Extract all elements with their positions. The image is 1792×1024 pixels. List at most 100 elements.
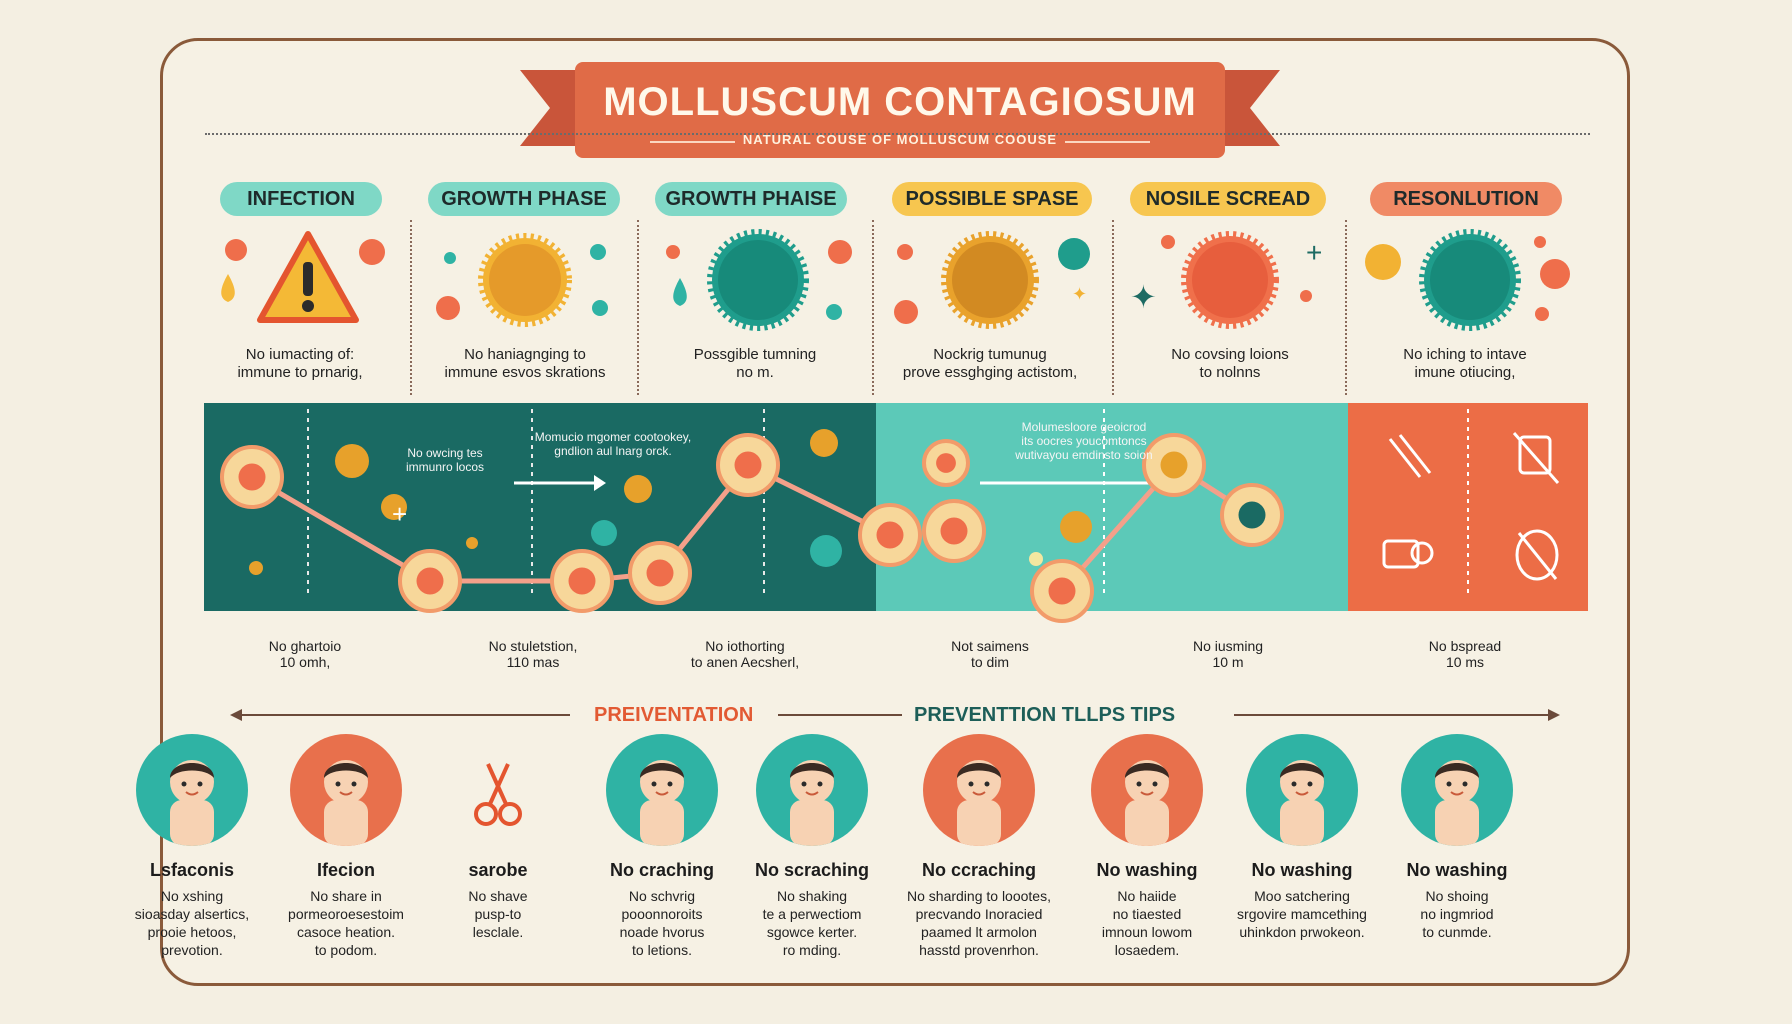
tip-label: No scraching xyxy=(754,860,870,880)
virus-icon xyxy=(707,229,809,331)
tip-label: No washing xyxy=(1251,860,1353,880)
child-avatar xyxy=(756,734,868,846)
virus-icon xyxy=(1300,290,1312,302)
tip-label: Lsfaconis xyxy=(149,860,235,880)
phase-divider xyxy=(1112,220,1114,395)
svg-text:+: + xyxy=(1306,237,1322,268)
virus-icon xyxy=(1419,229,1521,331)
virus-icon xyxy=(592,300,608,316)
droplet-icon xyxy=(673,278,687,306)
phase-label-infection: INFECTION xyxy=(220,182,382,216)
page-title: MOLLUSCUM CONTAGIOSUM xyxy=(603,80,1197,124)
lesion-node xyxy=(1142,433,1206,497)
virus-icon xyxy=(1161,235,1175,249)
tip-label: No ccraching xyxy=(921,860,1037,880)
child-avatar xyxy=(923,734,1035,846)
child-avatar xyxy=(1401,734,1513,846)
virus-icon xyxy=(826,304,842,320)
svg-text:✦: ✦ xyxy=(1130,279,1157,315)
page-subtitle: NATURAL COUSE OF MOLLUSCUM COOUSE xyxy=(742,132,1058,147)
virus-icon xyxy=(1534,236,1546,248)
lesion-node xyxy=(220,445,284,509)
tip-label: sarobe xyxy=(468,860,528,880)
title-banner: MOLLUSCUM CONTAGIOSUM NATURAL COUSE OF M… xyxy=(520,62,1280,162)
virus-icon xyxy=(1058,238,1090,270)
lesion-node xyxy=(922,439,970,487)
virus-icon xyxy=(666,245,680,259)
phase-divider xyxy=(872,220,874,395)
phase-label-growth-2: GROWTH PHAISE xyxy=(655,182,847,216)
virus-icon xyxy=(1540,259,1570,289)
timeline-label: No stuletstion,110 mas xyxy=(488,638,578,670)
virus-icon xyxy=(941,231,1039,329)
scissors-icon xyxy=(442,734,554,846)
prevention-divider xyxy=(230,709,1560,721)
tip-label: Ifecion xyxy=(316,860,375,880)
lesion-node xyxy=(398,549,462,613)
phase-label-possible: POSSIBLE SPASE xyxy=(892,182,1092,216)
virus-icon xyxy=(444,252,456,264)
tip-label: No washing xyxy=(1096,860,1198,880)
virus-icon xyxy=(1181,231,1279,329)
child-avatar xyxy=(606,734,718,846)
lesion-node xyxy=(1030,559,1094,623)
virus-icon xyxy=(590,244,606,260)
virus-icon xyxy=(478,233,572,327)
prevention-title-right: PREVENTTION TLLPS TIPS xyxy=(914,704,1176,726)
svg-text:✦: ✦ xyxy=(1072,284,1087,304)
child-avatar xyxy=(290,734,402,846)
virus-icon xyxy=(1365,244,1401,280)
lesion-node xyxy=(628,541,692,605)
virus-icon xyxy=(436,296,460,320)
phase-label-spread: NOSILE SCREAD xyxy=(1130,182,1326,216)
phase-label-resolution: RESONLUTION xyxy=(1370,182,1562,216)
phase-divider xyxy=(1345,220,1347,395)
virus-icon xyxy=(894,300,918,324)
lesion-trajectory xyxy=(220,433,1284,623)
child-avatar xyxy=(136,734,248,846)
child-avatar xyxy=(1246,734,1358,846)
band-note: Momucio mgomer cootookey,gndlion aul lna… xyxy=(534,430,692,458)
lesion-node xyxy=(1220,483,1284,547)
tip-label: No craching xyxy=(609,860,715,880)
svg-text:+: + xyxy=(392,499,407,529)
prevention-title-left: PREIVENTATION xyxy=(594,704,754,726)
virus-icon xyxy=(897,244,913,260)
title-divider xyxy=(205,133,1590,135)
child-avatar xyxy=(1091,734,1203,846)
tip-label: No washing xyxy=(1406,860,1508,880)
phase-illustrations: ✦ ✦ + xyxy=(221,229,1570,331)
lesion-node xyxy=(922,499,986,563)
phase-divider xyxy=(410,220,412,395)
warning-icon xyxy=(257,231,359,323)
phase-label-growth-1: GROWTH PHASE xyxy=(428,182,620,216)
lesion-node xyxy=(550,549,614,613)
virus-icon xyxy=(828,240,852,264)
virus-icon xyxy=(359,239,385,265)
virus-icon xyxy=(225,239,247,261)
